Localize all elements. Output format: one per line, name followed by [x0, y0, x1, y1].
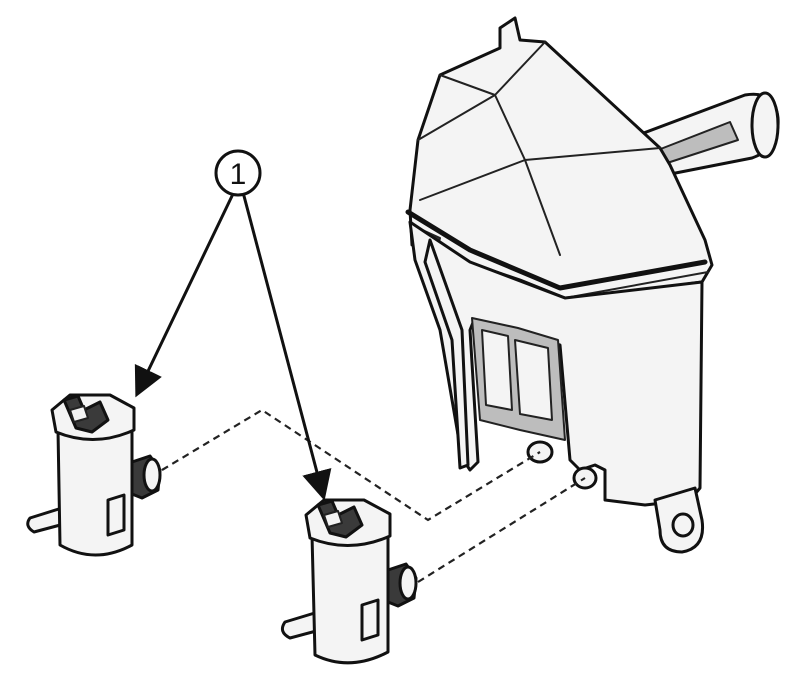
leader-arrow-right-pump [242, 194, 332, 501]
callout-label: 1 [230, 158, 247, 191]
mounting-bracket [653, 486, 705, 554]
washer-pump-left [26, 393, 162, 557]
washer-reservoir-tank [405, 16, 780, 554]
callout-1: 1 [134, 149, 332, 501]
washer-pump-right [280, 498, 418, 665]
leader-arrow-left-pump [134, 194, 234, 398]
assembly-lines [161, 408, 586, 583]
